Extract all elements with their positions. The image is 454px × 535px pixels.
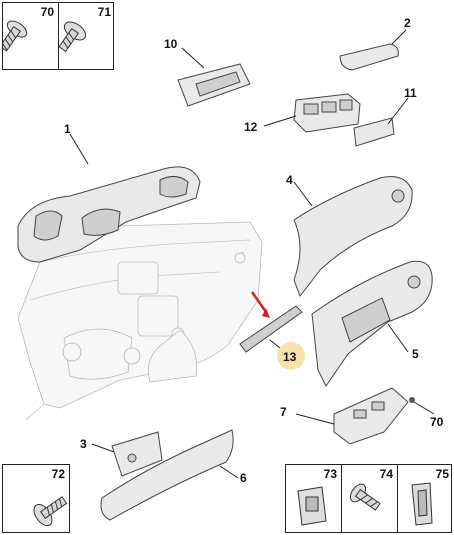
fastener-number: 72 — [51, 467, 65, 481]
fastener-number: 74 — [379, 467, 393, 481]
screw-icon — [59, 21, 87, 53]
fastener-cell-74: 74 — [342, 465, 398, 532]
part-11-panel — [353, 117, 395, 147]
fastener-box-top-left: 70 71 — [2, 2, 114, 70]
part-10-air-vent — [177, 63, 251, 107]
fastener-number: 75 — [435, 467, 449, 481]
fastener-cell-71: 71 — [59, 3, 115, 69]
fastener-number: 70 — [40, 5, 54, 19]
fastener-cell-73: 73 — [286, 465, 342, 532]
screw-icon — [349, 483, 381, 511]
fastener-cell-75: 75 — [398, 465, 453, 532]
part-3-latch — [111, 431, 163, 477]
callout-11: 11 — [404, 86, 417, 100]
screw-icon — [33, 496, 68, 527]
fastener-cell-70: 70 — [3, 3, 59, 69]
part-7-bracket — [333, 387, 415, 445]
callout-10: 10 — [164, 37, 178, 51]
fastener-cell-72: 72 — [3, 465, 69, 532]
screw-icon — [3, 20, 28, 52]
callout-5: 5 — [412, 347, 419, 361]
callout-13: 13 — [283, 350, 297, 364]
clip-icon — [411, 482, 433, 526]
callout-3: 3 — [80, 437, 87, 451]
callout-6: 6 — [240, 471, 247, 485]
callout-70: 70 — [430, 415, 444, 429]
callout-12: 12 — [244, 120, 258, 134]
fastener-number: 73 — [323, 467, 337, 481]
part-4-upper-panel — [293, 176, 413, 297]
part-1-cluster-surround — [17, 166, 201, 263]
callout-4: 4 — [286, 173, 293, 187]
part-2-cover — [339, 43, 399, 71]
callout-1: 1 — [64, 122, 71, 136]
callout-7: 7 — [280, 405, 287, 419]
part-12-switch-module — [293, 93, 361, 133]
highlight-marker — [277, 342, 305, 370]
dashboard-silhouette — [17, 221, 263, 421]
fastener-box-bottom-right: 73 74 75 — [285, 464, 452, 533]
clip-icon — [297, 486, 327, 526]
fastener-number: 71 — [97, 5, 111, 19]
part-13-trim-strip — [239, 291, 303, 353]
callout-2: 2 — [404, 16, 411, 30]
part-6-glovebox-lid — [100, 429, 234, 521]
part-5-trim-panel — [311, 260, 433, 387]
fastener-box-bottom-left: 72 — [2, 464, 70, 533]
